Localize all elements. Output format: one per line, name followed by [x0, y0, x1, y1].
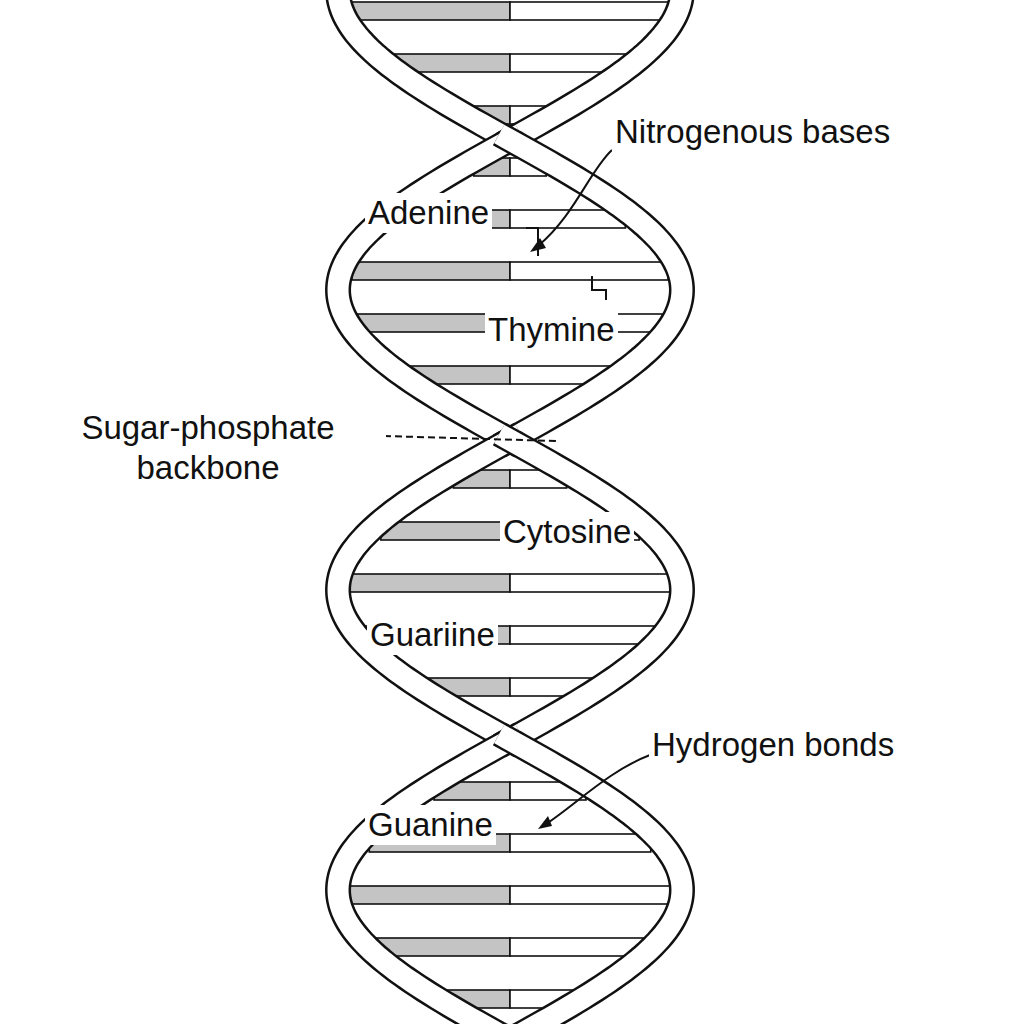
helix-strand — [338, 0, 517, 144]
leader-line — [546, 755, 650, 824]
base-pair — [510, 574, 671, 592]
helix-strand — [499, 134, 682, 446]
part-label: Cytosine — [500, 512, 634, 552]
helix-strand — [338, 134, 521, 446]
arrow-head — [538, 816, 552, 829]
part-label: Nitrogenous bases — [612, 112, 893, 152]
part-label: Guariine — [367, 615, 498, 655]
leader-line — [538, 150, 612, 246]
base-pair — [352, 2, 510, 20]
helix-strand — [499, 734, 682, 1024]
bracket-line — [592, 276, 606, 300]
helix-strand — [499, 434, 682, 746]
part-label: Sugar-phosphate backbone — [30, 408, 386, 487]
base-pair — [510, 834, 651, 852]
base-pair — [381, 522, 510, 540]
helix-strand — [499, 434, 682, 746]
helix-strand — [499, 734, 682, 1024]
base-pair — [510, 262, 668, 280]
base-pair — [349, 574, 510, 592]
base-pair — [510, 2, 668, 20]
part-label: Hydrogen bonds — [649, 725, 897, 765]
base-pair — [510, 626, 654, 644]
base-pair — [510, 938, 643, 956]
part-label: Thymine — [485, 310, 618, 350]
base-pair — [352, 262, 510, 280]
helix-strand — [338, 0, 517, 144]
part-label: Adenine — [365, 193, 492, 233]
base-pair — [510, 886, 672, 904]
base-pair — [348, 886, 510, 904]
part-label: Guanine — [365, 805, 496, 845]
helix-strand — [499, 134, 682, 446]
leader-line — [384, 436, 556, 441]
bracket-line — [526, 228, 538, 256]
helix-strand — [338, 134, 521, 446]
helix-strand — [338, 734, 521, 1024]
base-pair — [377, 938, 510, 956]
helix-strand — [338, 734, 521, 1024]
